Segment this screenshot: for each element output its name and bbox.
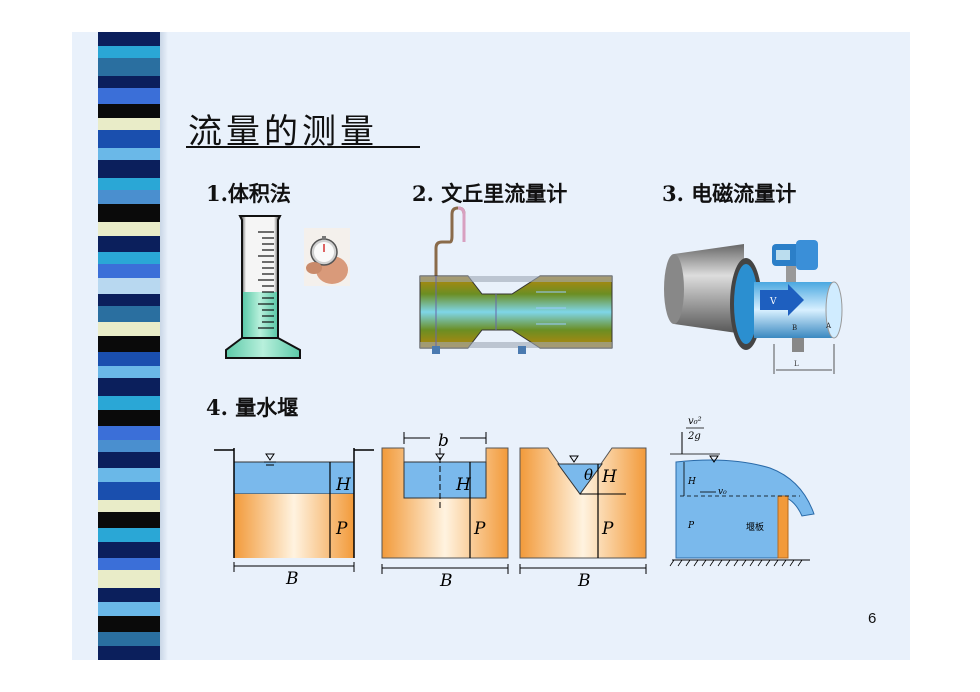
decorative-stripe-bar [98, 32, 160, 660]
page-number: 6 [868, 610, 877, 627]
length-l-label: L [794, 360, 799, 368]
method-1-label: 1.体积法 [206, 181, 291, 206]
velocity-head-denominator: 2g [687, 431, 701, 442]
head-h-label: H [335, 475, 352, 495]
title-underline [186, 146, 420, 148]
graduated-cylinder-illustration [225, 215, 301, 359]
head-h-label-3: H [601, 467, 618, 487]
velocity-v-label: V [769, 297, 777, 307]
head-h-label-2: H [455, 475, 472, 495]
height-p-label: P [335, 519, 348, 539]
profile-p-label: P [687, 521, 695, 531]
slide-title: 流量的测量 [188, 112, 378, 152]
weir-profile-diagram: v₀² 2g H v₀ P 堰板 [669, 416, 815, 567]
venturi-meter-illustration [419, 206, 613, 354]
contracted-weir-diagram: b H P B [381, 431, 509, 591]
notch-angle-label: θ [584, 466, 593, 484]
width-b-label-2: B [439, 571, 453, 591]
method-3-label: 3. 电磁流量计 [662, 181, 797, 206]
method-2-label: 2. 文丘里流量计 [412, 181, 568, 206]
electromagnetic-flowmeter-illustration: V B A L [664, 240, 843, 374]
method-4-label: 4. 量水堰 [206, 395, 299, 420]
crest-b-label: b [438, 431, 449, 451]
profile-h-label: H [687, 477, 696, 487]
width-b-label-3: B [577, 571, 591, 591]
approach-velocity-label: v₀ [718, 487, 727, 497]
weir-plate-label: 堰板 [746, 521, 764, 533]
area-a-label: A [825, 322, 832, 330]
v-notch-weir-diagram: θ H P B [519, 447, 647, 591]
rectangular-weir-diagram: H P B [214, 448, 374, 589]
height-p-label-3: P [601, 519, 614, 539]
velocity-head-numerator: v₀² [688, 416, 702, 427]
height-p-label-2: P [473, 519, 486, 539]
stripe-shadow [160, 32, 168, 660]
width-b-label: B [285, 569, 299, 589]
field-b-label: B [792, 324, 797, 332]
stopwatch-icon [304, 228, 350, 286]
